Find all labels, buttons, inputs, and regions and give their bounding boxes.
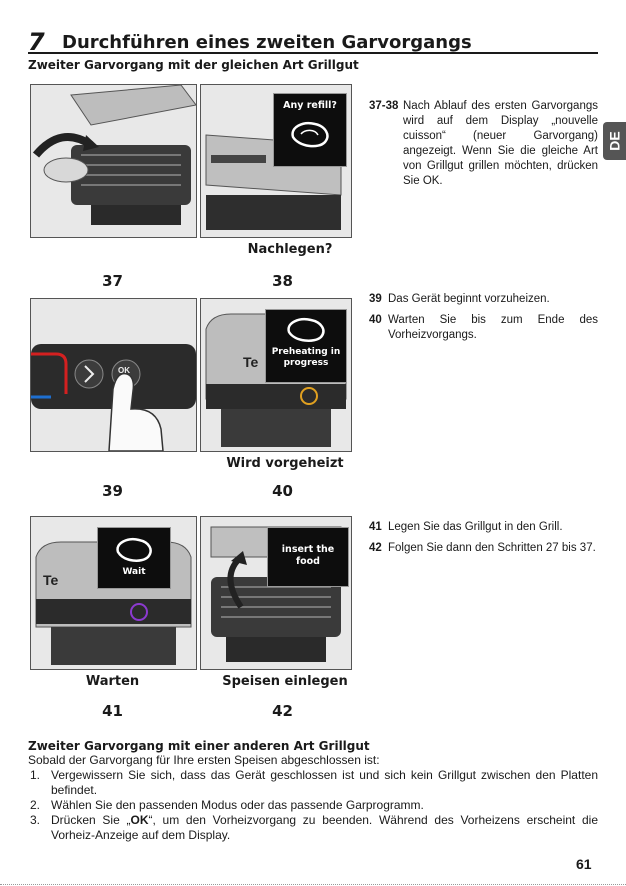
figure-number-40: 40 — [272, 482, 293, 500]
figure-number-42: 42 — [272, 702, 293, 720]
figure-40: Te Preheating in progress — [200, 298, 352, 452]
list-item-2: 2. Wählen Sie den passenden Modus oder d… — [30, 798, 424, 812]
section1-title: Zweiter Garvorgang mit der gleichen Art … — [28, 58, 359, 72]
caption-40: Wird vorgeheizt — [226, 456, 344, 471]
screen-text: insert the food — [281, 544, 335, 567]
display-screen: insert the food — [267, 527, 349, 587]
step-42: 42 Folgen Sie dann den Schritten 27 bis … — [369, 542, 596, 554]
steak-icon — [291, 122, 329, 148]
display-screen: Preheating in progress — [265, 309, 347, 383]
language-tab: DE — [603, 122, 626, 160]
figure-number-41: 41 — [102, 702, 123, 720]
chapter-title: Durchführen eines zweiten Garvorgangs — [62, 32, 472, 53]
page-number: 61 — [576, 856, 592, 872]
screen-text: Preheating in progress — [271, 347, 341, 368]
caption-42: Speisen einlegen — [222, 674, 348, 689]
control-panel-illustration — [31, 299, 196, 451]
step-40: 40 Warten Sie bis zum Ende des Vorheizvo… — [369, 314, 598, 341]
display-screen: Any refill? — [273, 93, 347, 167]
screen-text: Wait — [122, 567, 146, 577]
section2-title: Zweiter Garvorgang mit einer anderen Art… — [28, 739, 370, 753]
step-39: 39 Das Gerät beginnt vorzuheizen. — [369, 293, 550, 305]
figure-number-39: 39 — [102, 482, 123, 500]
list-item-1: 1. Vergewissern Sie sich, dass das Gerät… — [30, 768, 598, 797]
brand-logo: Te — [43, 572, 59, 588]
step-37-38: 37-38 Nach Ablauf des ersten Garvorgangs… — [369, 100, 598, 187]
bottom-dotted-rule — [0, 884, 626, 885]
step-41: 41 Legen Sie das Grillgut in den Grill. — [369, 521, 563, 533]
section2-intro: Sobald der Garvorgang für Ihre ersten Sp… — [28, 753, 380, 767]
chapter-number: 7 — [28, 28, 45, 56]
caption-38: Nachlegen? — [247, 242, 333, 257]
figure-number-38: 38 — [272, 272, 293, 290]
brand-logo: Te — [243, 354, 259, 370]
ok-button-label: OK — [118, 366, 130, 375]
figure-42: insert the food — [200, 516, 352, 670]
list-item-3: 3. Drücken Sie „OK“, um den Vorheizvorga… — [30, 813, 598, 842]
figure-number-37: 37 — [102, 272, 123, 290]
header-rule — [28, 52, 598, 54]
figure-39: OK — [30, 298, 197, 452]
caption-41: Warten — [85, 674, 140, 689]
figure-37 — [30, 84, 197, 238]
steak-icon — [287, 318, 325, 342]
grill-opening-illustration — [31, 85, 196, 237]
steak-icon — [116, 538, 152, 562]
ok-bold: OK — [130, 813, 149, 827]
display-screen: Wait — [97, 527, 171, 589]
figure-38: Any refill? — [200, 84, 352, 238]
screen-text: Any refill? — [283, 100, 337, 111]
figure-41: Te Wait — [30, 516, 197, 670]
